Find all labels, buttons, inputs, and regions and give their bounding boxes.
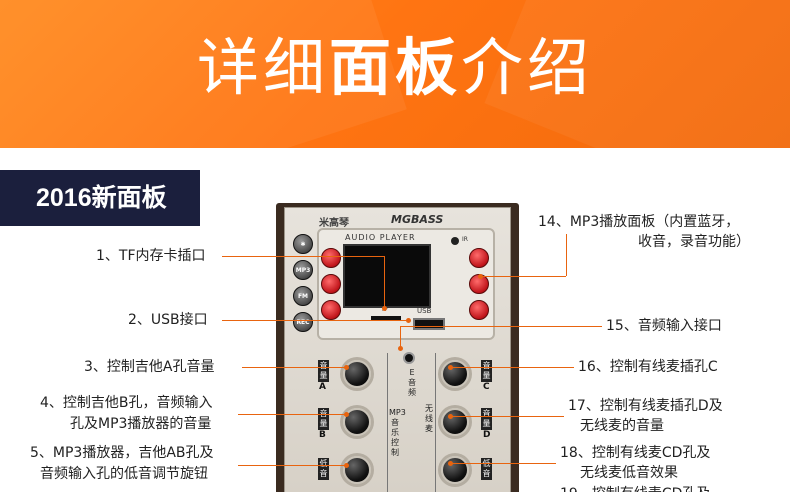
annotation-5-line2: 音频输入孔的低音调节旋钮 [40, 466, 208, 482]
leader-dot-3 [344, 365, 349, 370]
page-title: 详细面板介绍 [0, 28, 790, 108]
leader-line-16 [450, 367, 574, 368]
knob-bass-right[interactable] [441, 456, 469, 484]
title-part-left: 详细 [196, 31, 329, 104]
audio-player-label: AUDIO PLAYER [345, 233, 416, 242]
leader-dot-2 [406, 318, 411, 323]
annotation-4-line2: 孔及MP3播放器的音量 [70, 416, 212, 432]
device-panel: 米高琴 MGBASS ✱ MP3 FM REC AUDIO PLAYER IR … [276, 203, 519, 492]
ir-label: IR [462, 236, 468, 243]
leader-line-15 [400, 326, 602, 327]
leader-dot-4 [344, 412, 349, 417]
leader-dot-14 [478, 274, 483, 279]
record-button[interactable] [469, 300, 489, 320]
knob-letter-b: B [319, 430, 326, 440]
knob-a-volume[interactable] [343, 360, 371, 388]
wireless-mic-label: 无线麦 [425, 404, 433, 433]
leader-dot-18 [448, 461, 453, 466]
header-banner: 详细面板介绍 [0, 0, 790, 148]
title-part-right: 介绍 [461, 31, 594, 104]
mp3-control-label: MP3音乐控制 [389, 408, 406, 457]
leader-line-14-drop [566, 234, 567, 276]
annotation-4-line1: 4、控制吉他B孔，音频输入 [40, 395, 213, 411]
annotation-5-line1: 5、MP3播放器，吉他AB孔及 [30, 445, 214, 461]
annotation-19-partial: 19、控制有线麦CD孔及 [560, 484, 710, 492]
leader-dot-5 [344, 463, 349, 468]
leader-line-2 [222, 320, 408, 321]
tf-card-slot[interactable] [371, 316, 401, 320]
knob-b-volume[interactable] [343, 408, 371, 436]
audio-input-jack[interactable] [403, 352, 415, 364]
annotation-16: 16、控制有线麦插孔C [578, 359, 718, 375]
bluetooth-button[interactable]: ✱ [293, 234, 313, 254]
divider [0, 148, 790, 162]
leader-line-4 [238, 414, 346, 415]
leader-line-1 [222, 256, 384, 257]
knob-label-bass-right: 低音 [481, 458, 492, 480]
knob-letter-a: A [319, 382, 326, 392]
annotation-17-line2: 无线麦的音量 [580, 418, 664, 434]
annotation-15: 15、音频输入接口 [606, 318, 722, 334]
mp3-button[interactable]: MP3 [293, 260, 313, 280]
annotation-3: 3、控制吉他A孔音量 [84, 359, 215, 375]
play-button[interactable] [321, 248, 341, 268]
brand-en: MGBASS [391, 213, 444, 226]
leader-line-15-drop [400, 326, 401, 348]
knob-d-volume[interactable] [441, 408, 469, 436]
knob-label-d: 音量 [481, 408, 492, 430]
leader-dot-1 [382, 306, 387, 311]
mp3-player-board: AUDIO PLAYER IR TF USB [317, 228, 495, 340]
knob-label-c: 音量 [481, 360, 492, 382]
leader-line-17 [450, 416, 564, 417]
leader-dot-16 [448, 365, 453, 370]
audio-input-label: E音频 [408, 368, 416, 397]
menu-button[interactable] [469, 248, 489, 268]
leader-line-5 [238, 465, 346, 466]
prev-button[interactable] [321, 274, 341, 294]
knob-c-volume[interactable] [441, 360, 469, 388]
annotation-2: 2、USB接口 [128, 312, 208, 328]
annotation-18-line1: 18、控制有线麦CD孔及 [560, 445, 711, 461]
panel-divider [435, 353, 436, 492]
ir-sensor [451, 237, 459, 245]
annotation-17-line1: 17、控制有线麦插孔D及 [568, 398, 723, 414]
usb-label: USB [417, 307, 432, 315]
display-screen [343, 244, 431, 308]
knob-letter-d: D [483, 430, 491, 440]
knob-label-bass-left: 低音 [318, 458, 329, 480]
brand-cn: 米高琴 [319, 218, 349, 229]
leader-line-18 [450, 463, 556, 464]
annotation-1: 1、TF内存卡插口 [96, 248, 206, 264]
next-button[interactable] [321, 300, 341, 320]
usb-port[interactable] [413, 318, 445, 330]
annotation-14-line1: 14、MP3播放面板（内置蓝牙， [538, 214, 740, 230]
leader-line-3 [242, 367, 346, 368]
rec-button[interactable]: REC [293, 312, 313, 332]
knob-label-b: 音量 [318, 408, 329, 430]
leader-line-1-drop [384, 256, 385, 308]
knob-bass-left[interactable] [343, 456, 371, 484]
annotation-14-line2: 收音，录音功能） [638, 234, 750, 250]
leader-dot-15 [398, 346, 403, 351]
leader-dot-17 [448, 414, 453, 419]
title-part-bold: 面板 [328, 31, 461, 104]
leader-line-14 [480, 276, 566, 277]
fm-button[interactable]: FM [293, 286, 313, 306]
panel-face: 米高琴 MGBASS ✱ MP3 FM REC AUDIO PLAYER IR … [284, 207, 511, 492]
panel-divider [387, 353, 388, 492]
knob-label-a: 音量 [318, 360, 329, 382]
section-label: 2016新面板 [0, 170, 200, 226]
knob-letter-c: C [483, 382, 490, 392]
annotation-18-line2: 无线麦低音效果 [580, 465, 678, 481]
